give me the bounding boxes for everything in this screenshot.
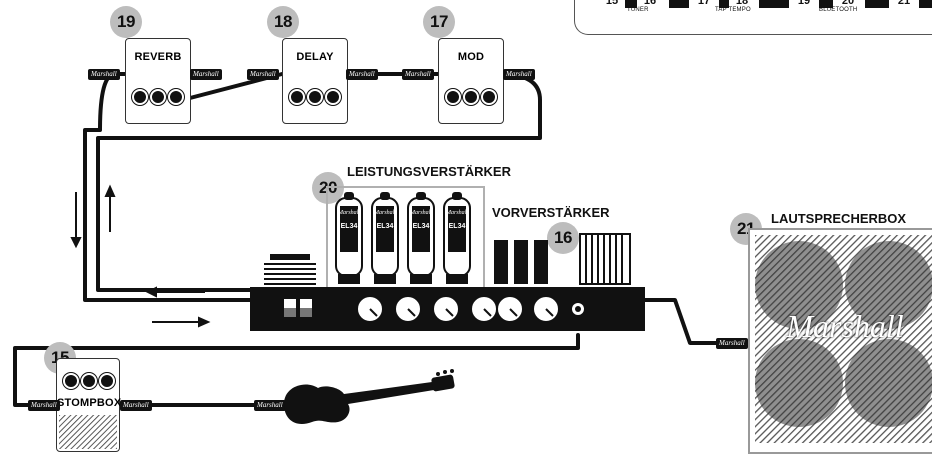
amp-chassis xyxy=(250,287,645,331)
tuner-caption: TUNER xyxy=(627,7,649,13)
footswitch-bar: 15 16 17 18 19 20 21 TUNER TAP TEMPO BLU… xyxy=(574,0,932,35)
knob-icon xyxy=(132,89,148,105)
footswitch-21[interactable]: 21 xyxy=(893,0,915,8)
tube-type-text: EL34 xyxy=(413,223,430,230)
footswitch-bar-segment xyxy=(865,0,889,8)
delay-label: DELAY xyxy=(296,51,334,63)
footswitch-bar-segment xyxy=(625,0,637,8)
footswitch-19[interactable]: 19 xyxy=(793,0,815,8)
electric-guitar-icon xyxy=(284,369,455,424)
tube-brand-text: Marshall xyxy=(445,210,468,216)
tube-brand-text: Marshall xyxy=(409,210,432,216)
cable-plug-tag: Marshall xyxy=(346,69,378,80)
reverb-label: REVERB xyxy=(134,51,182,63)
badge-power-amp: 20 xyxy=(312,172,344,204)
tube-type-text: EL34 xyxy=(449,223,466,230)
input-jack[interactable] xyxy=(571,302,585,316)
footswitch-bar-segment xyxy=(669,0,689,8)
speaker-grille xyxy=(755,235,932,443)
cable-plug-tag: Marshall xyxy=(88,69,120,80)
tube-type-text: EL34 xyxy=(341,223,358,230)
cable-plug-tag: Marshall xyxy=(402,69,434,80)
cable-plug-tag: Marshall xyxy=(120,400,152,411)
preamp-heading: VORVERSTÄRKER xyxy=(492,205,610,220)
tap-tempo-caption: TAP TEMPO xyxy=(715,7,751,13)
knob-icon xyxy=(63,373,79,389)
cable-plug-tag: Marshall xyxy=(716,338,748,349)
tube-brand-text: Marshall xyxy=(337,210,360,216)
knob-icon xyxy=(150,89,166,105)
power-tubes: Marshall Marshall Marshall Marshall EL34… xyxy=(335,192,471,284)
stompbox-label: STOMPBOX xyxy=(57,397,122,409)
cable-plug-tag: Marshall xyxy=(503,69,535,80)
knob-icon xyxy=(325,89,341,105)
knob-icon xyxy=(307,89,323,105)
footswitch-17[interactable]: 17 xyxy=(693,0,715,8)
reverb-pedal[interactable]: REVERB xyxy=(125,38,191,124)
mod-pedal[interactable]: MOD xyxy=(438,38,504,124)
amp-knob-hitarea[interactable] xyxy=(357,296,573,324)
power-amp-heading: LEISTUNGSVERSTÄRKER xyxy=(347,164,511,179)
stompbox-pedal[interactable]: STOMPBOX xyxy=(56,358,122,452)
bluetooth-caption: BLUETOOTH xyxy=(819,7,858,13)
cable-plug-tag: Marshall xyxy=(28,400,60,411)
footswitch-20[interactable]: 20 xyxy=(837,0,859,8)
footswitch-hatch xyxy=(59,415,117,449)
knob-icon xyxy=(168,89,184,105)
cable-plug-tag: Marshall xyxy=(254,400,286,411)
delay-pedal[interactable]: DELAY xyxy=(282,38,348,124)
badge-delay: 18 xyxy=(267,6,299,38)
footswitch-18[interactable]: 18 xyxy=(731,0,753,8)
footswitch-bar-segment xyxy=(919,0,932,8)
cabinet-heading: LAUTSPRECHERBOX xyxy=(771,211,907,226)
tube-brand-text: Marshall xyxy=(373,210,396,216)
footswitch-bar-segment xyxy=(719,0,729,8)
footswitch-bar-segment xyxy=(759,0,789,8)
tube-type-text: EL34 xyxy=(377,223,394,230)
knob-icon xyxy=(481,89,497,105)
output-transformer xyxy=(264,254,316,285)
cable-plug-tag: Marshall xyxy=(247,69,279,80)
preamp-components xyxy=(494,233,631,285)
knob-icon xyxy=(289,89,305,105)
knob-icon xyxy=(99,373,115,389)
mod-label: MOD xyxy=(457,51,485,63)
footswitch-16[interactable]: 16 xyxy=(639,0,661,8)
footswitch-15[interactable]: 15 xyxy=(601,0,623,8)
footswitch-bar-segment xyxy=(819,0,833,8)
knob-icon xyxy=(81,373,97,389)
knob-icon xyxy=(463,89,479,105)
badge-mod: 17 xyxy=(423,6,455,38)
badge-reverb: 19 xyxy=(110,6,142,38)
knob-icon xyxy=(445,89,461,105)
cabinet-logo: Marshall xyxy=(786,308,904,344)
cable-plug-tag: Marshall xyxy=(190,69,222,80)
badge-preamp: 16 xyxy=(547,222,579,254)
